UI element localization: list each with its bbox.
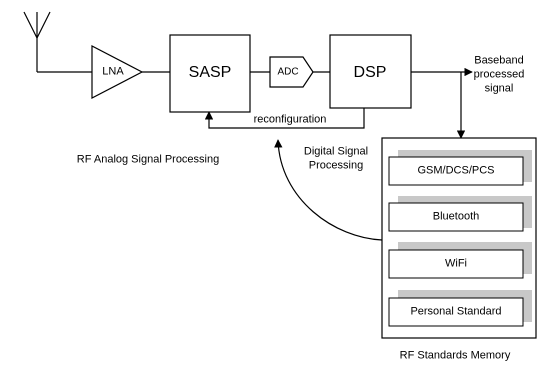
reconfiguration-path bbox=[204, 108, 365, 129]
memory-item-personal: Personal Standard bbox=[410, 305, 502, 318]
baseband-label-line3: signal bbox=[484, 82, 514, 95]
memory-item-gsm: GSM/DCS/PCS bbox=[417, 164, 495, 177]
memory-item-box-gsm bbox=[388, 156, 524, 186]
adc-block bbox=[269, 56, 314, 88]
antenna-icon bbox=[23, 11, 51, 72]
memory-item-box-personal bbox=[388, 297, 524, 327]
memory-item-wifi: WiFi bbox=[445, 257, 467, 270]
baseband-label-line2: processed bbox=[473, 68, 525, 81]
lna-amplifier bbox=[91, 45, 144, 99]
memory-item-bluetooth: Bluetooth bbox=[432, 210, 480, 223]
digital-processing-label-line2: Processing bbox=[308, 159, 364, 172]
baseband-label-line1: Baseband bbox=[474, 54, 524, 67]
dsp-label: DSP bbox=[353, 63, 387, 81]
rf-memory-label: RF Standards Memory bbox=[399, 349, 511, 362]
memory-item-box-bluetooth bbox=[388, 202, 524, 232]
digital-processing-label-line1: Digital Signal bbox=[303, 145, 369, 158]
adc-label: ADC bbox=[277, 66, 299, 78]
rf-analog-label: RF Analog Signal Processing bbox=[76, 153, 220, 166]
memory-to-dsp-arc bbox=[274, 139, 383, 241]
dsp-block bbox=[329, 34, 412, 109]
sasp-label: SASP bbox=[188, 63, 232, 81]
memory-item-box-wifi bbox=[388, 249, 524, 279]
lna-label: LNA bbox=[102, 65, 124, 78]
reconfiguration-label: reconfiguration bbox=[253, 113, 327, 126]
sasp-block bbox=[169, 34, 251, 113]
